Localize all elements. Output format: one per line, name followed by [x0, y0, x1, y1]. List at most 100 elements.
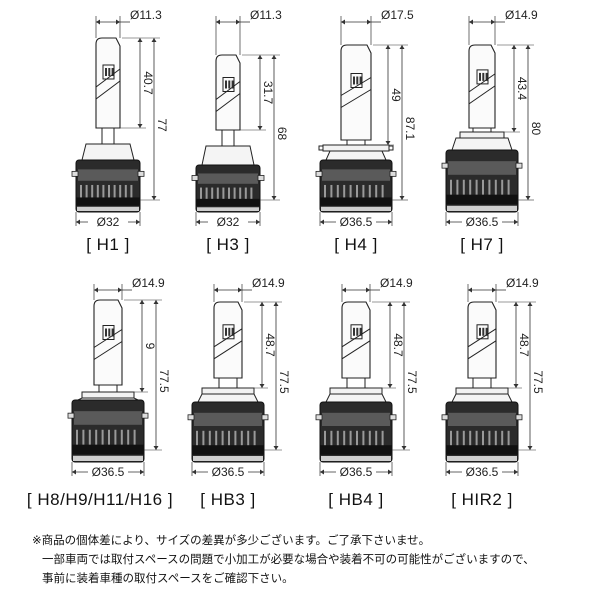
heatsink-fin: [462, 430, 465, 448]
label-backing: [462, 464, 502, 478]
heatsink-fin: [95, 429, 98, 448]
side-clip: [191, 175, 199, 181]
total-dimension-label: 77.5: [531, 370, 545, 394]
side-clip: [515, 162, 523, 169]
led-chip-cell: [225, 327, 227, 336]
arrow-head: [259, 302, 265, 306]
led-chip-cell: [108, 328, 111, 337]
heatsink-fin: [330, 184, 333, 200]
heatsink-foot: [73, 455, 143, 461]
heatsink-fin: [450, 179, 452, 198]
heatsink-fin: [343, 430, 346, 448]
heatsink-fin: [381, 184, 384, 200]
led-stem: [93, 299, 123, 386]
top-diameter-label: Ø14.9: [380, 276, 413, 290]
arrow-head: [320, 219, 324, 225]
bulb-neck: [221, 129, 235, 147]
side-clip: [137, 170, 145, 177]
heatsink-fin: [108, 429, 110, 448]
led-chip: [350, 324, 363, 340]
arrow-head: [401, 302, 407, 306]
arrow-head: [367, 19, 371, 25]
heatsink-fin: [475, 430, 478, 448]
heatsink-fin: [450, 430, 452, 448]
heatsink-fin: [501, 430, 504, 448]
heatsink-fin: [250, 187, 253, 201]
heatsink-fin: [80, 184, 82, 200]
led-chip-cell: [111, 68, 114, 76]
bulb-collar: [451, 137, 513, 151]
heatsink-fin: [381, 430, 384, 448]
stem-stripe: [95, 80, 121, 100]
heatsink-fin: [494, 179, 497, 198]
heatsink-fin: [462, 179, 465, 198]
bulb-type-label: [ H4 ]: [334, 235, 378, 254]
led-chip-cell: [356, 76, 359, 85]
led-chip-cell: [359, 327, 362, 336]
side-clip: [257, 175, 265, 181]
led-chip: [476, 324, 489, 340]
mid-dimension-label: 43.4: [515, 77, 529, 101]
side-clip: [187, 414, 195, 421]
heatsink-foot: [321, 206, 391, 211]
arrow-head: [96, 19, 100, 25]
heatsink-band: [448, 161, 516, 175]
base-diameter-label: Ø36.5: [340, 215, 373, 229]
heatsink-fin: [507, 430, 510, 448]
arrow-head: [446, 469, 450, 475]
heatsink-fin: [228, 187, 230, 201]
arrow-head: [236, 19, 240, 25]
mid-dimension-label: 31.7: [261, 81, 275, 105]
bulb-neck: [101, 127, 115, 145]
arrow-head: [513, 384, 519, 388]
stem-stripe: [215, 93, 241, 112]
arrow-head: [139, 300, 145, 304]
heatsink-fin: [240, 430, 243, 448]
heatsink-fin: [124, 184, 127, 200]
heatsink-fin: [101, 429, 104, 448]
note-line-1: ※商品の個体差により、サイズの差異が多少ございます。ご了承下さいませ。: [32, 533, 431, 547]
heatsink-fin: [324, 184, 326, 200]
bulb-type-label: [ HB3 ]: [200, 490, 255, 509]
total-dimension-label: 80: [529, 122, 543, 136]
bulb-collar: [325, 393, 387, 403]
total-dimension-label: 77: [155, 118, 169, 132]
heatsink-fin: [88, 429, 91, 448]
arrow-head: [525, 196, 531, 200]
led-chip-cell: [353, 327, 355, 336]
heatsink-fin: [375, 184, 378, 200]
base-diameter-label: Ø32: [97, 215, 120, 229]
top-diameter-label: Ø14.9: [252, 276, 285, 290]
heatsink-fin: [76, 429, 78, 448]
stem-stripe: [213, 328, 243, 348]
mid-dimension-label: 40.7: [141, 71, 155, 95]
arrow-head: [116, 19, 120, 25]
heatsink-fin: [234, 430, 237, 448]
arrow-head: [196, 219, 200, 225]
heatsink-fin: [244, 187, 247, 201]
heatsink-ring: [196, 198, 260, 207]
stem-stripe: [341, 340, 371, 360]
heatsink-fin: [330, 430, 333, 448]
heatsink-band: [194, 412, 262, 426]
side-clip: [315, 170, 323, 177]
heatsink-fin: [375, 430, 378, 448]
heatsink-fin: [211, 187, 214, 201]
led-chip-cell: [359, 76, 362, 85]
arrow-head: [511, 45, 517, 49]
bulb-type-label: [ H1 ]: [86, 235, 130, 254]
heatsink-fin: [336, 430, 339, 448]
heatsink-ring: [192, 445, 264, 455]
heatsink-fin: [85, 184, 88, 200]
led-chip: [102, 64, 115, 80]
arrow-head: [76, 219, 80, 225]
side-clip: [67, 412, 75, 419]
arrow-head: [385, 141, 391, 145]
arrow-head: [271, 55, 277, 59]
bulb-type-label: [ HB4 ]: [328, 490, 383, 509]
heatsink-foot: [447, 205, 517, 211]
